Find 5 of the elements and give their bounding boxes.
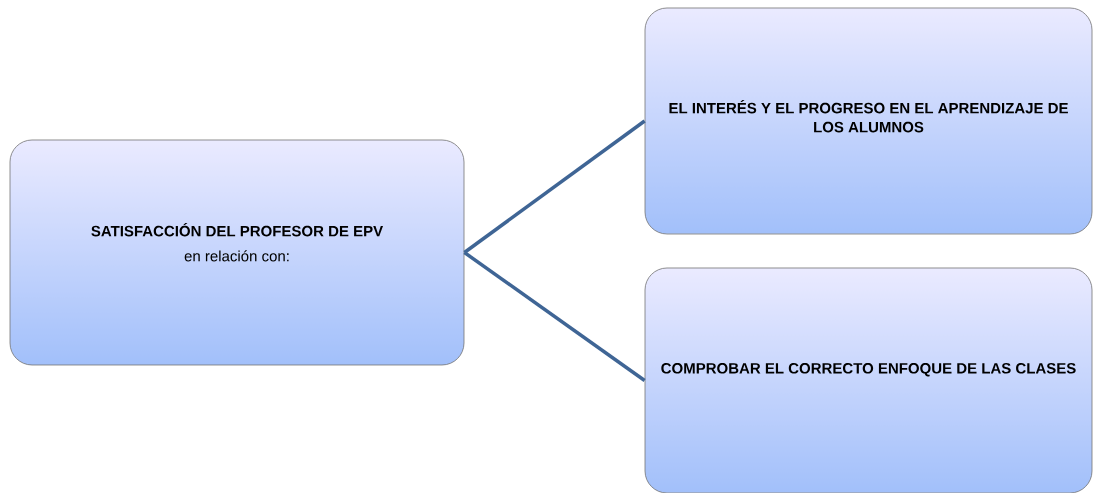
- connector-line: [463, 251, 646, 382]
- rounded-box: COMPROBAR EL CORRECTO ENFOQUE DE LAS CLASES: [644, 267, 1093, 493]
- rounded-box: EL INTERÉS Y EL PROGRESO EN EL APRENDIZAJE DE LOS ALUMNOS: [644, 7, 1093, 235]
- rounded-box: SATISFACCIÓN DEL PROFESOR DE EPV en relación con:: [9, 139, 465, 366]
- connector-line: [463, 119, 646, 254]
